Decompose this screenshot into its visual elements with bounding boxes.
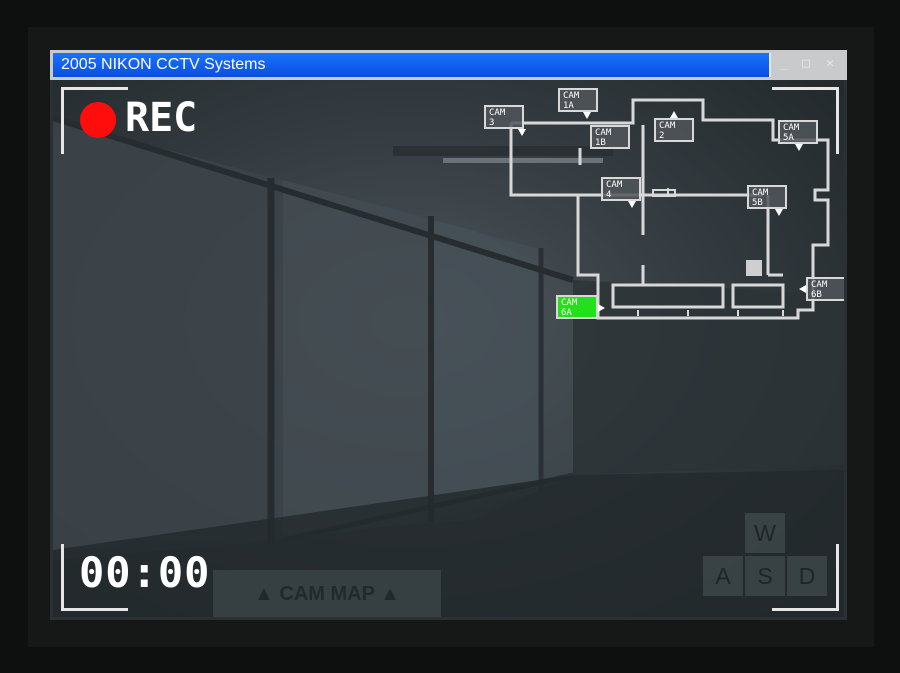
cam-map-arrow-left-icon: ▲: [254, 583, 274, 605]
cam-6b-label-top: CAM: [811, 280, 828, 290]
cam-4-label-top: CAM: [606, 180, 623, 190]
key-s[interactable]: S: [745, 556, 785, 596]
cam-4-label-bottom: 4: [606, 190, 612, 200]
title-bar-active: 2005 NIKON CCTV Systems: [53, 53, 771, 77]
rec-label: REC: [125, 95, 198, 141]
cam-3-label-top: CAM: [489, 108, 506, 118]
camera-feed: REC 00:00 ▲ CAM MAP ▲ W A S D: [53, 80, 844, 617]
cam-6a-label-bottom: 6A: [561, 308, 572, 318]
cctv-window: 2005 NIKON CCTV Systems _ □ ✕ REC: [50, 50, 847, 620]
cam-2-label-bottom: 2: [659, 131, 665, 141]
key-w[interactable]: W: [745, 513, 785, 553]
key-a[interactable]: A: [703, 556, 743, 596]
cam-1b-label-top: CAM: [595, 128, 612, 138]
cam-5b-label-top: CAM: [752, 188, 769, 198]
cam-map-label: CAM MAP: [279, 583, 375, 605]
rec-indicator-icon: [80, 102, 116, 138]
cam-1a-label-bottom: 1A: [563, 101, 574, 111]
cam-3-label-bottom: 3: [489, 118, 495, 128]
hud-corner-bottom-right: [772, 544, 839, 611]
cam-map-arrow-right-icon: ▲: [380, 583, 400, 605]
close-button[interactable]: ✕: [826, 56, 834, 71]
key-d[interactable]: D: [787, 556, 827, 596]
cam-2-label-top: CAM: [659, 121, 676, 131]
hud-corner-top-right: [772, 87, 839, 154]
hud-corner-top-left: [61, 87, 128, 154]
cam-1a-label-top: CAM: [563, 91, 580, 101]
window-title: 2005 NIKON CCTV Systems: [61, 56, 266, 73]
cam-5b-label-bottom: 5B: [752, 198, 763, 208]
cam-6a-label-top: CAM: [561, 298, 578, 308]
night-timer: 00:00: [79, 548, 211, 597]
maximize-button[interactable]: □: [802, 56, 810, 71]
corridor-scene: [53, 115, 844, 617]
cam-1b-label-bottom: 1B: [595, 138, 606, 148]
cam-map-button[interactable]: ▲ CAM MAP ▲: [213, 570, 441, 617]
cam-6b-label-bottom: 6B: [811, 290, 822, 300]
title-bar[interactable]: 2005 NIKON CCTV Systems _ □ ✕: [50, 50, 847, 80]
hud-corner-bottom-left: [61, 544, 128, 611]
cam-5a-label-top: CAM: [783, 123, 800, 133]
minimize-button[interactable]: _: [780, 56, 788, 71]
cam-5a-label-bottom: 5A: [783, 133, 794, 143]
camera-map: [509, 98, 830, 320]
